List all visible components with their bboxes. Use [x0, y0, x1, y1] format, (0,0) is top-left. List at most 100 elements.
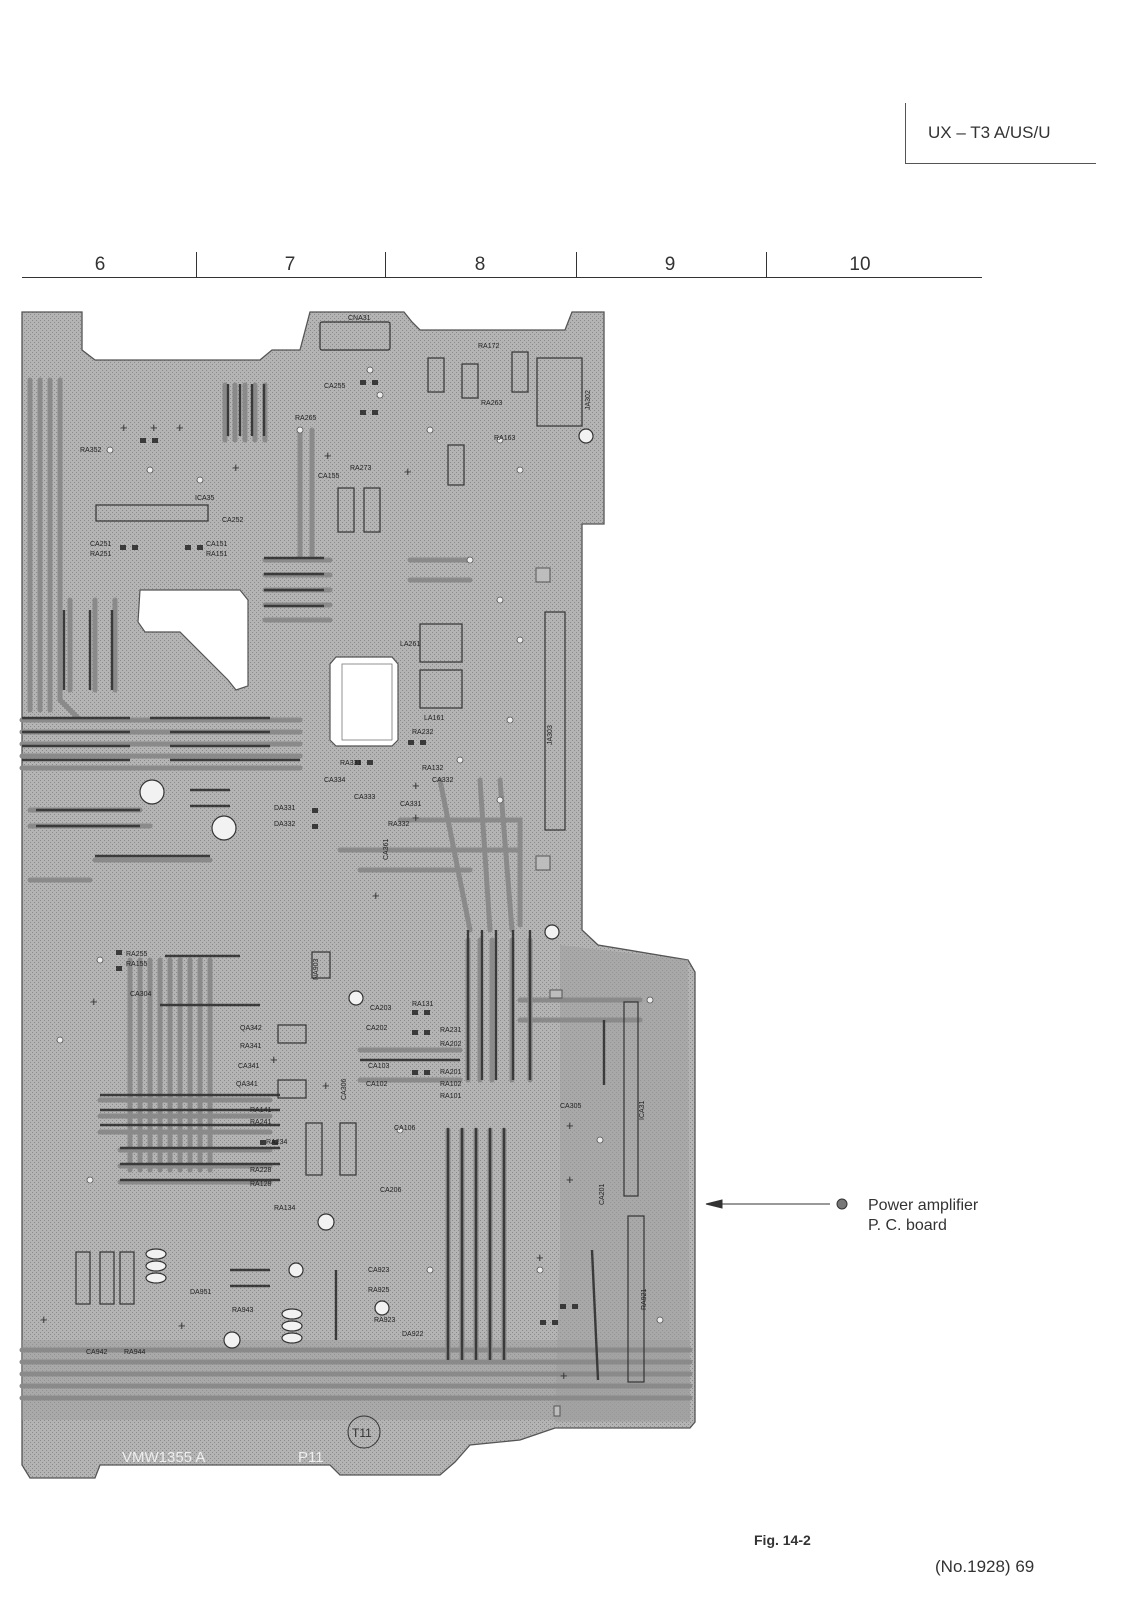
label-ca361: CA361 [383, 838, 390, 860]
board-marker-label: T11 [352, 1426, 372, 1440]
label-ca332: CA332 [432, 777, 454, 784]
grid-ruler: 6 7 8 9 10 [22, 248, 982, 278]
label-qa341: QA341 [236, 1081, 258, 1088]
grid-column-label: 7 [284, 254, 296, 275]
label-ca333: CA333 [354, 794, 376, 801]
connectors [75, 321, 645, 1383]
svg-text:+: + [560, 1368, 568, 1383]
square-pads [535, 567, 563, 1417]
label-ra925: RA925 [368, 1287, 390, 1294]
label-ica31: ICA31 [639, 1100, 646, 1120]
label-ra234: RA234 [266, 1139, 288, 1146]
smd-parts [116, 380, 578, 1325]
jumper-wires [22, 384, 606, 1381]
holes [139, 428, 594, 1349]
label-ra927: RA944 [124, 1349, 146, 1356]
label-ca305: CA305 [560, 1103, 582, 1110]
component-labels: CNA31 RA172 CA255 RA265 RA263 RA163 RA35… [80, 315, 582, 1356]
board-cutout-left [137, 589, 249, 691]
label-ra263: RA263 [481, 400, 503, 407]
label-ra155: RA155 [126, 961, 148, 968]
label-ra134: RA134 [274, 1205, 296, 1212]
label-ra141: RA141 [250, 1107, 272, 1114]
label-ra102: RA102 [440, 1081, 462, 1088]
svg-text:+: + [536, 1250, 544, 1265]
label-ca206: CA206 [380, 1187, 402, 1194]
label-ca255: CA255 [324, 383, 346, 390]
ground-plane [555, 945, 690, 1422]
label-ra265: RA265 [295, 415, 317, 422]
grid-tick [385, 252, 386, 278]
callout-line-1: Power amplifier [868, 1197, 979, 1214]
pcb-board-drawing: CNA31 RA172 CA255 RA265 RA263 RA163 RA35… [19, 311, 848, 1479]
label-da332: DA332 [274, 821, 296, 828]
label-ca102: CA102 [366, 1081, 388, 1088]
board-page-code: P11 [298, 1449, 324, 1466]
label-ca331: CA331 [400, 801, 422, 808]
svg-text:+: + [566, 1118, 574, 1133]
grid-ruler-line [22, 277, 982, 278]
label-ra241: RA241 [250, 1119, 272, 1126]
grid-tick [196, 252, 197, 278]
board-marker-circle [347, 1415, 381, 1449]
svg-text:+: + [178, 1318, 186, 1333]
component-labels-vertical: JA303 JA302 ICA31 RA921 CA361 NA903 CA30… [313, 390, 648, 1310]
label-ja303: JA303 [547, 725, 554, 745]
label-ca306: CA306 [341, 1078, 348, 1100]
label-ra952: DA951 [190, 1289, 212, 1296]
board-pattern-text: VMW1355 A [122, 1449, 205, 1466]
svg-text:+: + [120, 420, 128, 435]
svg-text:+: + [372, 888, 380, 903]
svg-text:+: + [412, 810, 420, 825]
svg-text:+: + [40, 1312, 48, 1327]
board-cutout-inner [341, 663, 393, 741]
svg-text:+: + [232, 460, 240, 475]
label-ra923: RA923 [374, 1317, 396, 1324]
label-ca251: CA251 [90, 541, 112, 548]
label-ca203: CA203 [370, 1005, 392, 1012]
label-ra944: CA942 [86, 1349, 108, 1356]
label-ca201: CA201 [599, 1183, 606, 1205]
model-box [905, 103, 1096, 164]
svg-text:+: + [566, 1172, 574, 1187]
label-da922: DA922 [402, 1331, 424, 1338]
label-ca341: CA341 [238, 1063, 260, 1070]
label-ra202: RA202 [440, 1041, 462, 1048]
label-ca923: CA923 [368, 1267, 390, 1274]
label-ra273: RA273 [350, 465, 372, 472]
label-ra332: RA332 [388, 821, 410, 828]
label-ra131: RA131 [412, 1001, 434, 1008]
label-ca103: CA103 [368, 1063, 390, 1070]
label-ja302: JA302 [585, 390, 592, 410]
label-ra232: RA232 [412, 729, 434, 736]
grid-tick [766, 252, 767, 278]
label-ca932: RA943 [232, 1307, 254, 1314]
label-ra151: RA151 [206, 551, 228, 558]
svg-text:+: + [404, 464, 412, 479]
label-na903: NA903 [313, 958, 320, 980]
callout-dot-icon [836, 1198, 848, 1210]
grid-column-label: 9 [664, 254, 676, 275]
grid-tick [576, 252, 577, 278]
label-ca202: CA202 [366, 1025, 388, 1032]
label-ra172: RA172 [478, 343, 500, 350]
label-la161: LA161 [424, 715, 444, 722]
callout-label: Power amplifier P. C. board [868, 1196, 978, 1236]
grid-column-label: 6 [94, 254, 106, 275]
label-ra228: RA228 [250, 1167, 272, 1174]
model-label: UX – T3 A/US/U [928, 123, 1051, 142]
svg-text:+: + [270, 1052, 278, 1067]
svg-text:+: + [412, 778, 420, 793]
callout-line-2: P. C. board [868, 1217, 947, 1234]
svg-text:+: + [176, 420, 184, 435]
grid-column-label: 8 [474, 254, 486, 275]
page-reference: (No.1928) 69 [935, 1557, 1035, 1576]
label-ra231: RA231 [440, 1027, 462, 1034]
label-ra255: RA255 [126, 951, 148, 958]
label-ra132: RA132 [422, 765, 444, 772]
label-ra341: RA341 [240, 1043, 262, 1050]
label-cna31: CNA31 [348, 315, 371, 322]
svg-text:+: + [150, 420, 158, 435]
label-ra163: RA163 [494, 435, 516, 442]
figure-label: Fig. 14-2 [754, 1532, 811, 1548]
